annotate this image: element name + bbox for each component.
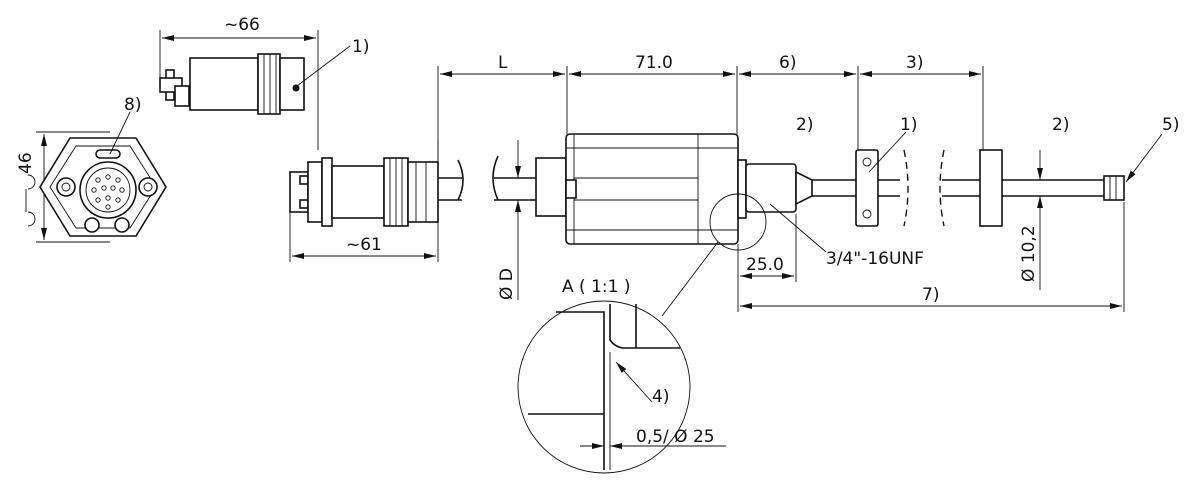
plug-side-view [289, 140, 540, 262]
label-thread: 3/4"-16UNF [826, 249, 924, 269]
label-dim-25: 25.0 [746, 255, 784, 275]
lower-dimensions [737, 202, 1125, 312]
label-note2-left: 2) [796, 115, 813, 135]
label-note2-right: 2) [1052, 115, 1069, 135]
detail-a [517, 241, 726, 474]
labels: ~66 1) 8) 46 L 71.0 6) 3) 2) 1) 2) 5) ~6… [16, 15, 1179, 447]
label-dia-rod: Ø 10,2 [1019, 225, 1039, 282]
label-hex-size: 46 [16, 152, 36, 174]
label-gap: 0,5/ Ø 25 [636, 427, 715, 447]
label-dim-L: L [498, 53, 508, 73]
label-note1-top: 1) [352, 37, 369, 57]
label-dim-71: 71.0 [635, 53, 673, 73]
top-dimension-chain [437, 66, 984, 178]
label-note5: 5) [1162, 115, 1179, 135]
measuring-rod [812, 131, 1163, 290]
label-detail-a: A ( 1:1 ) [562, 277, 630, 297]
label-note1-flange: 1) [900, 115, 917, 135]
label-conn-len: ~66 [224, 15, 260, 35]
label-dia-d: Ø D [497, 268, 517, 300]
label-note6: 6) [779, 53, 796, 73]
label-note8: 8) [124, 95, 141, 115]
sensor-head [535, 133, 813, 251]
label-note4: 4) [652, 387, 669, 407]
label-plug-len: ~61 [346, 235, 382, 255]
connector-end-view [25, 111, 167, 243]
label-note3: 3) [906, 53, 923, 73]
connector-side-view [159, 30, 351, 150]
label-note7: 7) [922, 285, 939, 305]
